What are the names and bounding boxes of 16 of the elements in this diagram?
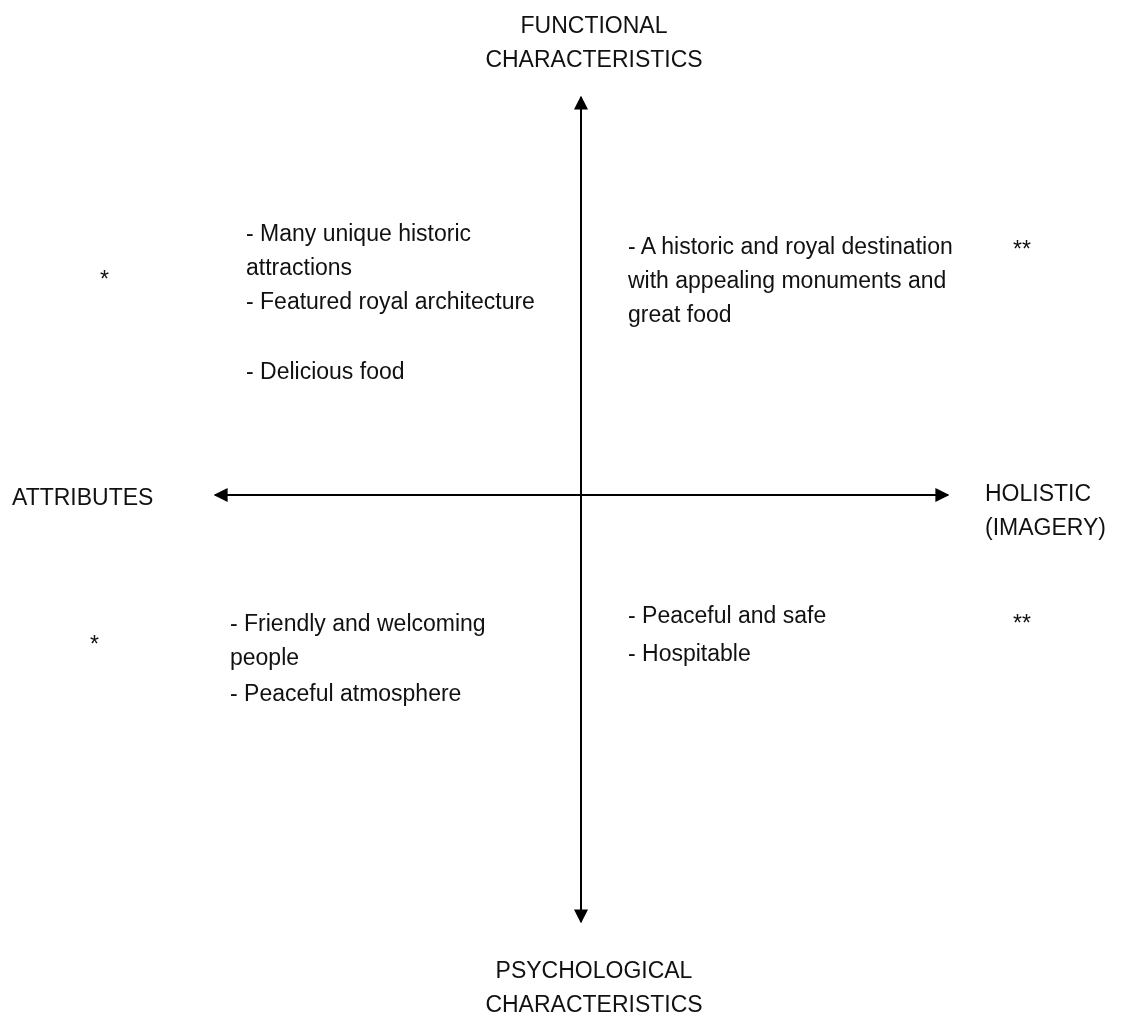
axis-title: ATTRIBUTES <box>12 483 155 512</box>
axis-title: HOLISTIC (IMAGERY) <box>985 479 1107 542</box>
asterisk-mark: * <box>100 265 110 294</box>
list-item: - Peaceful and safe <box>628 601 828 630</box>
list-item: - Peaceful atmosphere <box>230 679 463 708</box>
quadrant-text: - A historic and royal destination with appealing monuments and great food <box>628 232 954 329</box>
axis-title: PSYCHOLOGICAL CHARACTERISTICS <box>484 956 704 1019</box>
asterisk-mark: ** <box>1013 235 1032 264</box>
asterisk-mark: * <box>90 630 100 659</box>
list-item: - Delicious food <box>246 357 406 386</box>
list-item: - Featured royal architecture <box>246 287 536 316</box>
list-item: - Friendly and welcoming people <box>230 609 487 672</box>
list-item: - Many unique historic attractions <box>246 219 472 282</box>
axis-title: FUNCTIONAL CHARACTERISTICS <box>484 11 704 74</box>
asterisk-mark: ** <box>1013 609 1032 638</box>
list-item: - Hospitable <box>628 639 752 668</box>
